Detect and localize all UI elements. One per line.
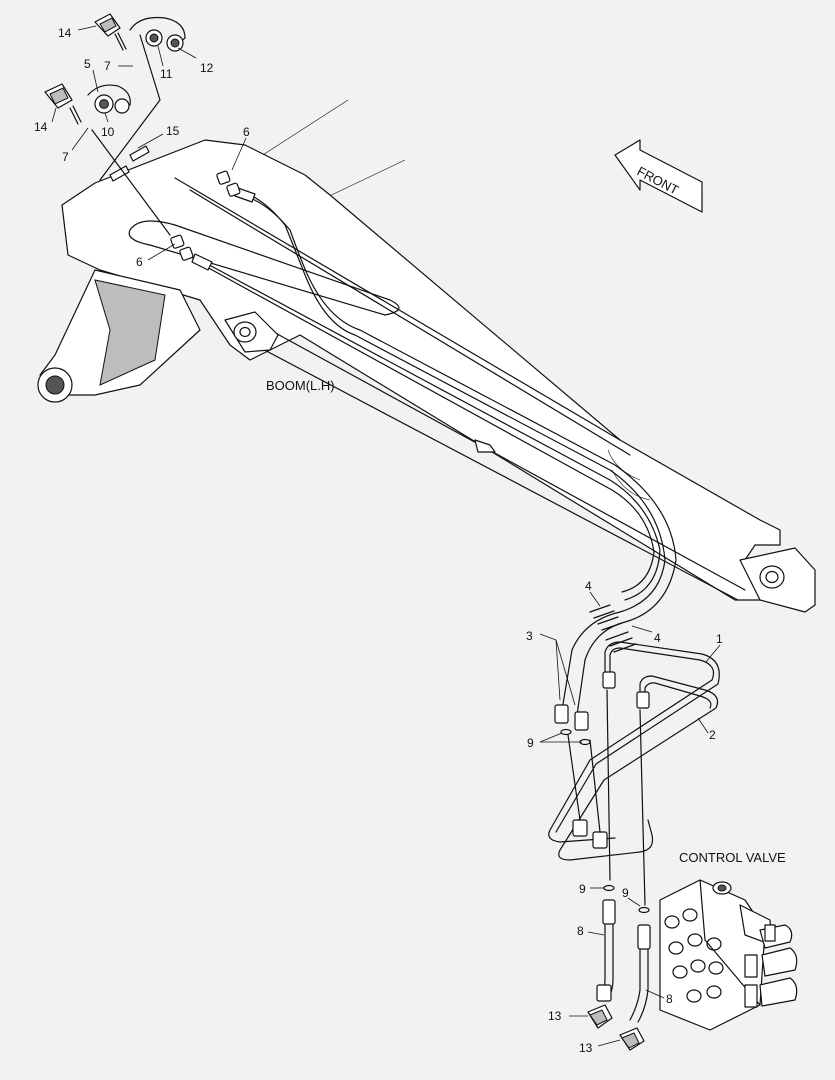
callout-1: 1 [716,632,723,646]
callout-9: 9 [527,736,534,750]
callout-3: 3 [526,629,533,643]
callout-14: 14 [34,120,48,134]
boom-fittings [109,145,241,261]
boom-caption: BOOM(L.H) [266,378,335,393]
callout-12: 12 [200,61,214,75]
boom-left-hand [37,99,816,613]
callout-13: 13 [548,1009,562,1023]
control-valve-caption: CONTROL VALVE [679,850,786,865]
callout-5: 5 [84,57,91,71]
control-valve [659,879,798,1031]
callout-9: 9 [622,886,629,900]
callout-6: 6 [243,125,250,139]
callout-9: 9 [579,882,586,896]
callout-13: 13 [579,1041,593,1055]
callout-8: 8 [666,992,673,1006]
callout-numbers: 14 7 11 12 5 10 14 7 15 6 6 4 4 3 1 2 9 … [34,26,723,1055]
steel-pipes [548,641,720,906]
callout-15: 15 [166,124,180,138]
callout-7: 7 [104,59,111,73]
leader-lines [51,25,721,1047]
callout-4: 4 [585,579,592,593]
callout-4: 4 [654,631,661,645]
callout-14: 14 [58,26,72,40]
callout-2: 2 [709,728,716,742]
clamp-assembly-lower [44,83,171,236]
callout-8: 8 [577,924,584,938]
front-direction-arrow: FRONT [614,139,703,213]
callout-7: 7 [62,150,69,164]
short-pipes [587,899,651,1051]
callout-10: 10 [101,125,115,139]
clamp-assembly-upper [94,13,186,181]
callout-11: 11 [160,67,173,81]
callout-6: 6 [136,255,143,269]
